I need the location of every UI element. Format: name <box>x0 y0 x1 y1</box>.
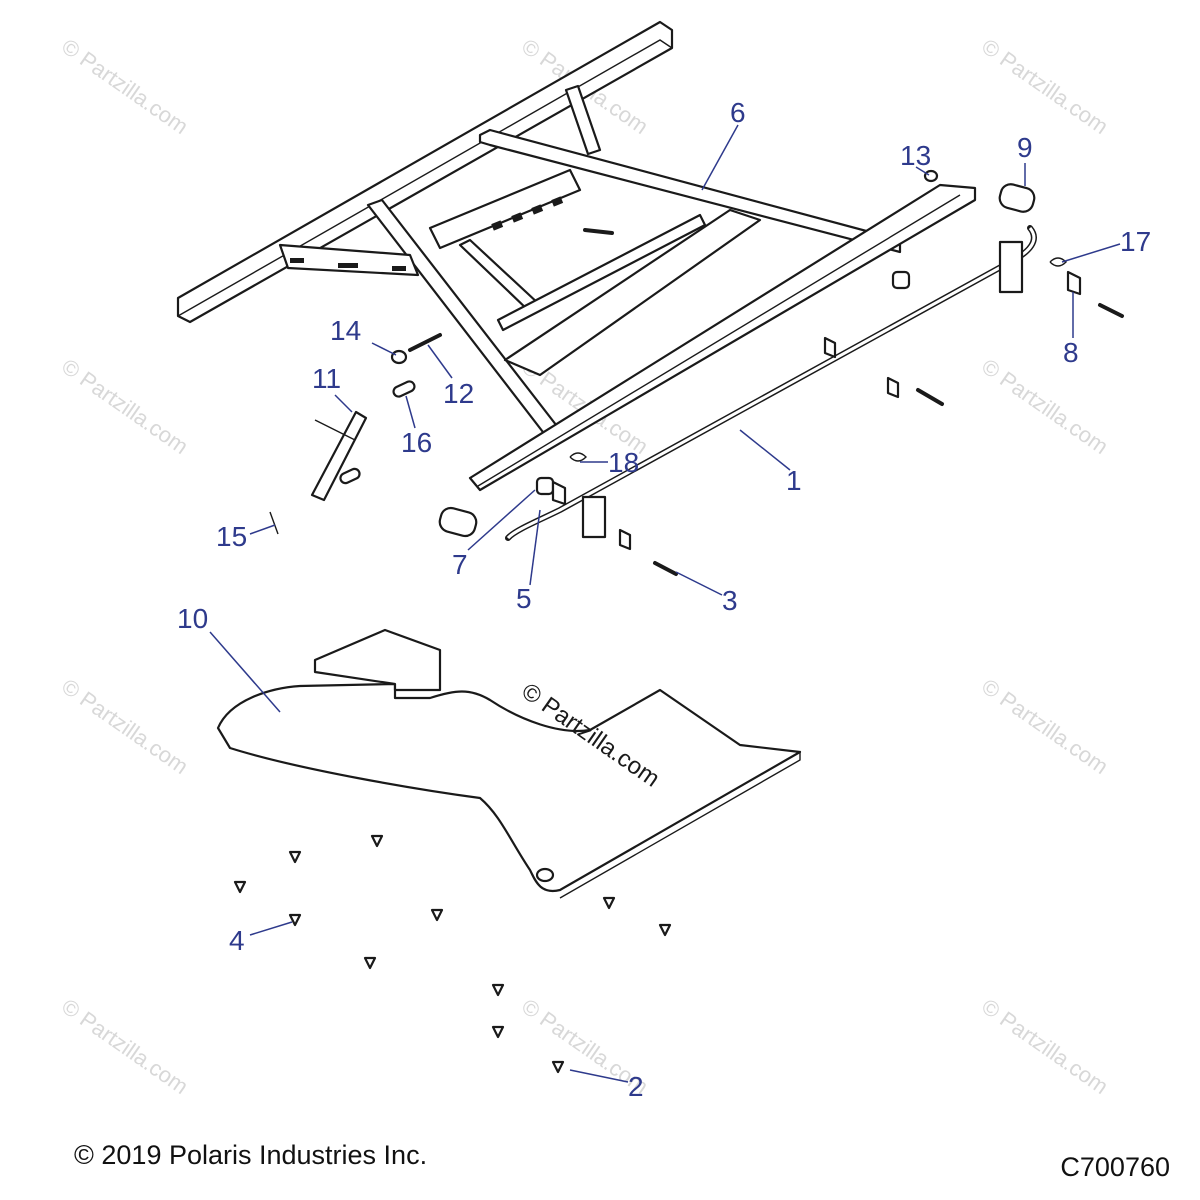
leader-line <box>701 124 739 191</box>
leader-line <box>209 631 281 713</box>
frame-cross-tube <box>503 208 762 377</box>
screw <box>233 880 247 894</box>
skid-plate <box>216 628 802 899</box>
screw <box>658 923 672 937</box>
clamp-bracket <box>823 336 837 359</box>
frame-mount-plate <box>278 243 420 277</box>
callout-15: 15 <box>216 521 247 552</box>
callout-10: 10 <box>177 603 208 634</box>
bushing <box>998 183 1036 213</box>
callout-4: 4 <box>229 925 245 956</box>
leader-line <box>405 395 416 429</box>
watermark: © Partzilla.com <box>57 674 193 780</box>
copyright-notice: © 2019 Polaris Industries Inc. <box>74 1140 428 1170</box>
callout-9: 9 <box>1017 132 1033 163</box>
leader-line <box>739 429 791 471</box>
leader-line <box>675 571 723 596</box>
bolt <box>916 388 944 406</box>
hardware-parts <box>269 169 1124 576</box>
bolt <box>408 333 442 352</box>
callout-labels: 1 2 3 4 5 6 7 8 9 10 11 12 13 14 15 16 1… <box>177 97 1151 1102</box>
screw <box>491 983 505 997</box>
clamp-bracket <box>551 480 567 506</box>
bolt <box>1098 303 1124 318</box>
cotter-pin <box>314 419 356 441</box>
watermark: © Partzilla.com <box>57 34 193 140</box>
callout-6: 6 <box>730 97 746 128</box>
callout-8: 8 <box>1063 337 1079 368</box>
callout-17: 17 <box>1120 226 1151 257</box>
callout-7: 7 <box>452 549 468 580</box>
skid-plate-hole <box>535 867 555 883</box>
clamp-bracket <box>886 376 900 399</box>
watermark: © Partzilla.com <box>57 994 193 1100</box>
nut <box>923 169 939 183</box>
screw-set <box>233 834 672 1074</box>
screw <box>430 908 444 922</box>
mount-bracket <box>581 495 607 539</box>
leader-line <box>249 524 276 535</box>
bolt <box>583 228 614 235</box>
frame-inner-tube <box>496 213 707 332</box>
clamp-bracket <box>618 528 632 551</box>
callout-11: 11 <box>312 363 341 394</box>
screw <box>363 956 377 970</box>
callout-18: 18 <box>608 447 639 478</box>
bumper <box>535 476 555 496</box>
nut <box>390 349 408 365</box>
clamp-bracket <box>1066 270 1082 296</box>
mount-bracket <box>998 240 1024 294</box>
screw <box>370 834 384 848</box>
callout-13: 13 <box>900 140 931 171</box>
watermark: © Partzilla.com <box>977 354 1113 460</box>
frame-lower-rail <box>468 183 977 492</box>
watermark: © Partzilla.com <box>977 674 1113 780</box>
screw <box>288 913 302 927</box>
leader-line <box>371 342 397 356</box>
frame-slotted-bracket <box>428 168 582 250</box>
callout-14: 14 <box>330 315 361 346</box>
pin <box>339 467 361 485</box>
frame-upper-strut <box>564 84 602 156</box>
leader-line <box>569 1069 629 1083</box>
link-rod <box>310 410 368 502</box>
watermark: © Partzilla.com <box>977 994 1113 1100</box>
leader-lines <box>209 124 1121 1083</box>
leader-line <box>467 489 536 551</box>
screw <box>491 1025 505 1039</box>
skid-plate-tab <box>313 628 442 692</box>
callout-3: 3 <box>722 585 738 616</box>
screw <box>602 896 616 910</box>
leader-line <box>1061 243 1121 263</box>
callout-5: 5 <box>516 583 532 614</box>
callout-12: 12 <box>443 378 474 409</box>
frame-inner-brace <box>458 238 542 314</box>
rear-frame-assembly <box>176 20 977 492</box>
spring-clip <box>569 452 587 462</box>
frame-crossbar <box>478 128 902 254</box>
watermark: © Partzilla.com <box>977 34 1113 140</box>
callout-1: 1 <box>786 465 802 496</box>
leader-line <box>915 166 930 176</box>
cotter-pin <box>269 511 279 535</box>
bushing <box>438 506 478 538</box>
leader-line <box>334 394 353 413</box>
leader-line <box>529 509 541 586</box>
screw <box>288 850 302 864</box>
pin <box>392 380 416 398</box>
bumper <box>891 270 911 290</box>
spring-clip <box>1049 257 1067 267</box>
stabilizer-bar <box>505 225 1037 541</box>
watermark: © Partzilla.com <box>57 354 193 460</box>
diagram-id: C700760 <box>1060 1152 1170 1182</box>
screw <box>551 1060 565 1074</box>
callout-2: 2 <box>628 1071 644 1102</box>
leader-line <box>249 921 293 936</box>
leader-line <box>427 344 453 379</box>
callout-16: 16 <box>401 427 432 458</box>
bolt <box>653 561 678 576</box>
